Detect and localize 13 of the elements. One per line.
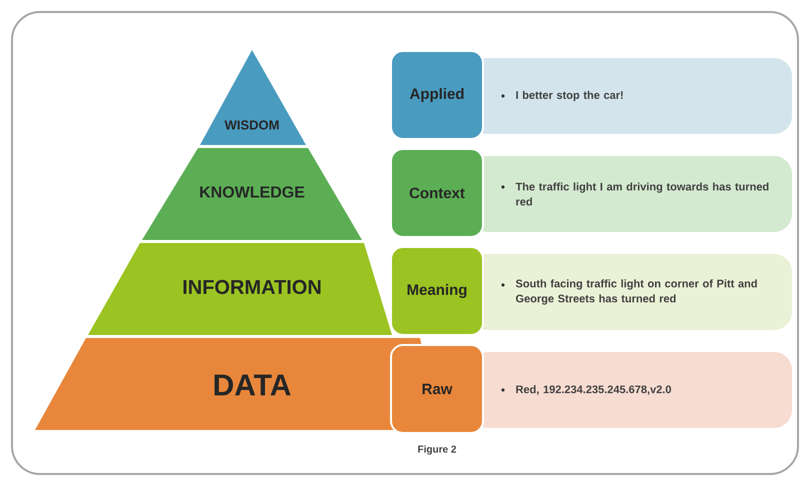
description-box: South facing traffic light on corner of Pitt and George Streets has turned red [470, 254, 792, 330]
pyramid-layer: WISDOM [200, 50, 306, 145]
pyramid-layer: INFORMATION [88, 243, 392, 335]
caption: Figure 2 [418, 445, 456, 455]
category-box: Applied [390, 50, 484, 140]
category-box: Context [390, 148, 484, 238]
category-box: Meaning [390, 246, 484, 336]
category-box: Raw [390, 344, 484, 434]
description-box: I better stop the car! [470, 58, 792, 134]
pyramid-layer: KNOWLEDGE [142, 148, 362, 240]
node-label: DATA [214, 374, 291, 396]
description-box: The traffic light I am driving towards has turned red [470, 156, 792, 232]
description-box: Red, 192.234.235.245.678,v2.0 [470, 352, 792, 428]
